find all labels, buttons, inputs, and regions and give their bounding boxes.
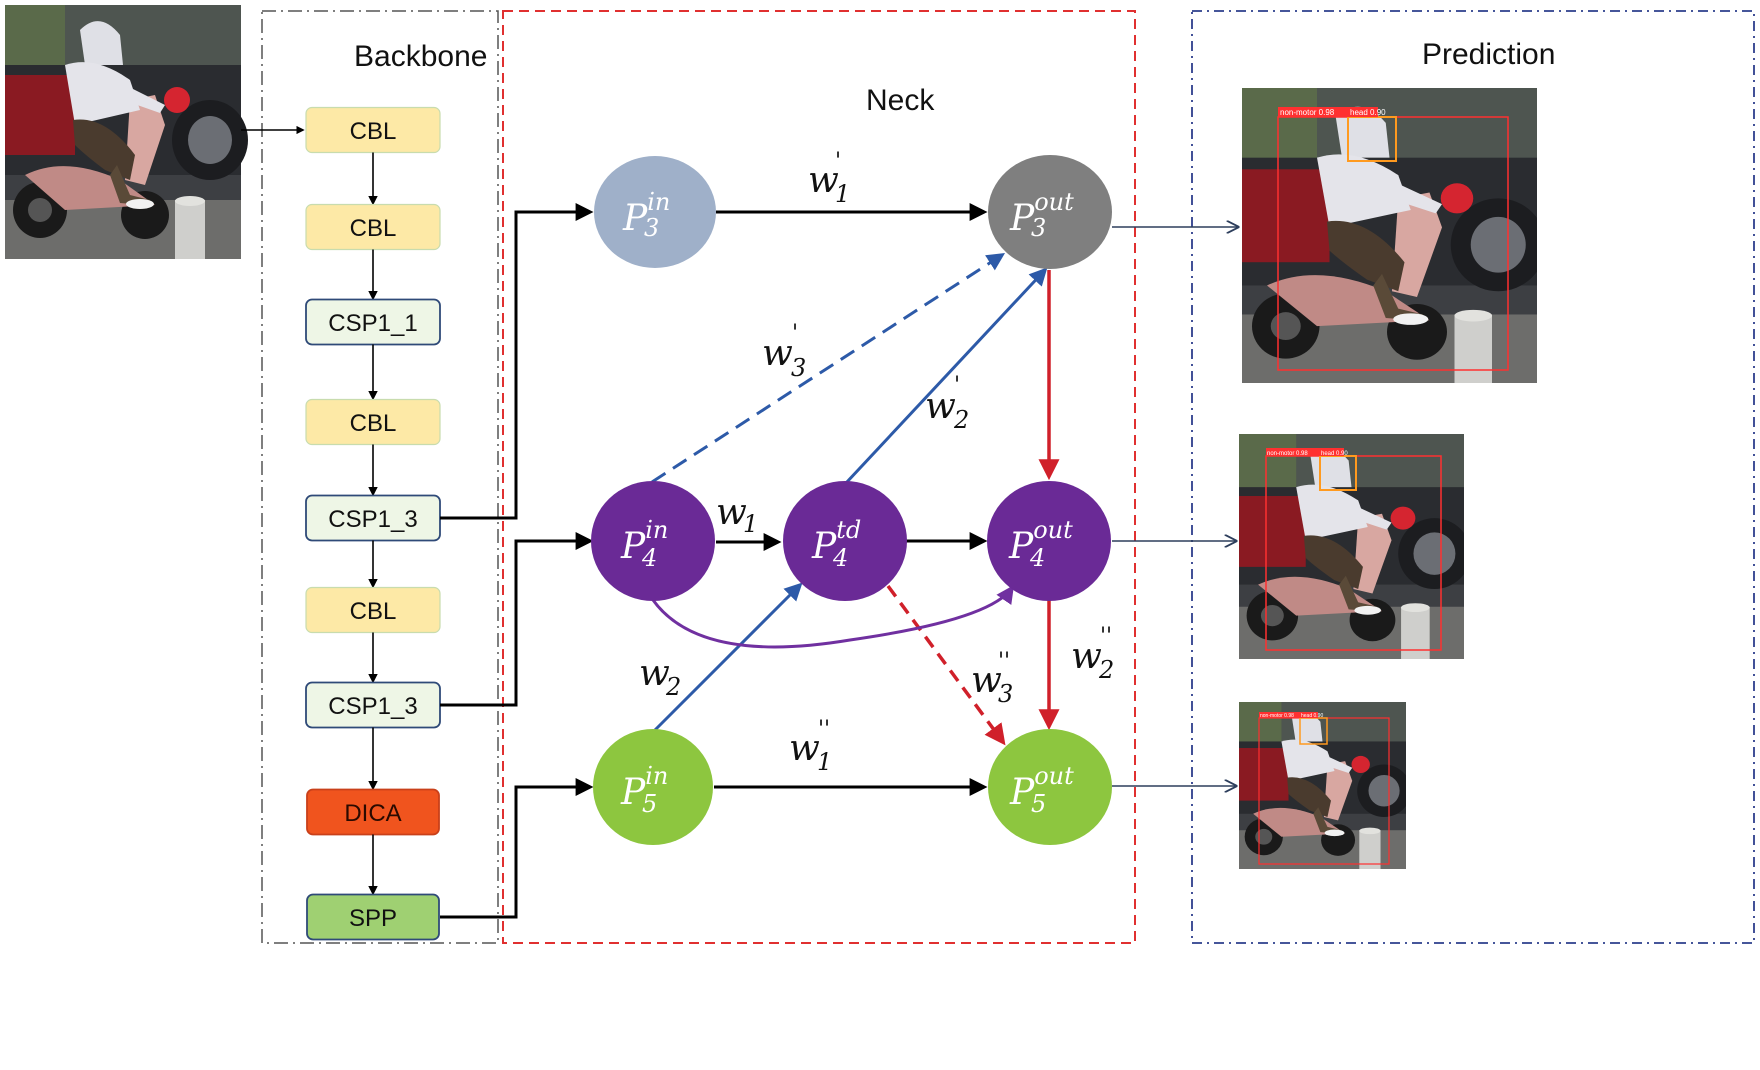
backbone-border [261, 10, 499, 944]
node-p3-out: Pout 3 [988, 155, 1112, 269]
backbone-block-cbl-6: CBL [305, 586, 441, 634]
node-p5-in: Pin 5 [593, 729, 713, 845]
svg-text:head 0.90: head 0.90 [1350, 108, 1386, 117]
svg-text:': ' [835, 149, 841, 174]
edge-p4in-p3out-dashed [651, 253, 1006, 484]
svg-text:Pin: Pin [622, 188, 670, 239]
edge-p4td-p3out [844, 267, 1048, 485]
edge-p5in-p4td [653, 582, 803, 732]
backbone-block-csp1-3-5: CSP1_3 [305, 494, 441, 542]
backbone-block-label: CBL [350, 118, 397, 145]
neck-title: Neck [866, 84, 935, 117]
backbone-block-cbl-4: CBL [305, 398, 441, 446]
svg-text:w: w [1071, 636, 1102, 677]
connector-csp1-3-to-p3 [440, 203, 594, 520]
svg-text:w: w [789, 728, 820, 769]
svg-text:non-motor 0.98: non-motor 0.98 [1267, 451, 1308, 457]
node-p4-td: Ptd 4 [783, 481, 907, 601]
svg-text:w: w [808, 160, 839, 201]
svg-text:'': '' [998, 649, 1010, 674]
weight-w1-prime: w 1 ' [808, 149, 850, 208]
backbone-block-label: SPP [349, 905, 397, 932]
svg-text:4: 4 [832, 544, 848, 572]
weight-w2-dprime: w 2 '' [1071, 624, 1114, 684]
svg-text:non-motor 0.98: non-motor 0.98 [1280, 108, 1335, 117]
backbone-block-cbl-1: CBL [305, 106, 441, 154]
svg-text:Ptd: Ptd [811, 516, 861, 567]
connector-spp-to-p5 [440, 778, 594, 919]
svg-text:3: 3 [791, 354, 806, 382]
prediction-image-small: non-motor 0.98 head 0.90 [1239, 702, 1406, 869]
backbone-block-label: CBL [350, 598, 397, 625]
neck-border [502, 10, 1136, 944]
svg-text:2: 2 [665, 673, 681, 701]
backbone-block-label: CSP1_3 [328, 506, 417, 533]
node-p4-in: Pin 4 [591, 481, 715, 601]
svg-text:Pin: Pin [620, 762, 668, 813]
svg-text:Pout: Pout [1009, 762, 1074, 813]
weight-w1: w 1 [716, 492, 758, 538]
weight-w1-dprime: w 1 '' [789, 717, 832, 776]
backbone-block-spp-9: SPP [306, 893, 440, 941]
svg-text:': ' [954, 373, 960, 398]
svg-text:4: 4 [641, 544, 657, 572]
edge-p4in-p4out-arc [651, 585, 1015, 649]
svg-text:2: 2 [953, 406, 969, 434]
backbone-block-cbl-2: CBL [305, 203, 441, 251]
backbone-block-csp1-3-7: CSP1_3 [305, 681, 441, 729]
svg-text:Pout: Pout [1008, 516, 1073, 567]
svg-text:3: 3 [998, 680, 1013, 708]
backbone-block-csp1-1-3: CSP1_1 [305, 298, 441, 346]
weight-w3-prime: w 3 ' [762, 321, 806, 382]
svg-text:2: 2 [1098, 656, 1114, 684]
svg-text:w: w [971, 660, 1002, 701]
backbone-block-dica-8: DICA [306, 788, 440, 836]
svg-text:head 0.90: head 0.90 [1301, 713, 1323, 719]
node-p5-out: Pout 5 [988, 729, 1112, 845]
svg-text:Pout: Pout [1009, 188, 1074, 239]
svg-text:w: w [762, 333, 793, 374]
backbone-block-label: CSP1_1 [328, 310, 417, 337]
backbone-block-label: DICA [344, 800, 401, 827]
backbone-block-label: CBL [350, 215, 397, 242]
node-p4-out: Pout 4 [987, 481, 1111, 601]
svg-text:5: 5 [1031, 790, 1046, 818]
prediction-title: Prediction [1422, 38, 1555, 71]
svg-text:': ' [792, 321, 798, 346]
backbone-block-label: CBL [350, 410, 397, 437]
prediction-image-large: non-motor 0.98 head 0.90 [1242, 88, 1537, 383]
backbone-title: Backbone [354, 40, 487, 73]
svg-text:non-motor 0.98: non-motor 0.98 [1260, 713, 1294, 719]
weight-w2: w 2 [639, 653, 681, 701]
svg-text:5: 5 [642, 790, 657, 818]
prediction-image-medium: non-motor 0.98 head 0.90 [1239, 434, 1464, 659]
prediction-border [1191, 10, 1755, 944]
weight-w3-dprime: w 3 '' [971, 649, 1013, 708]
svg-text:3: 3 [644, 214, 659, 242]
svg-text:w: w [639, 653, 670, 694]
svg-text:3: 3 [1031, 214, 1046, 242]
weight-w2-prime: w 2 ' [925, 373, 969, 434]
svg-text:w: w [925, 386, 956, 427]
backbone-block-label: CSP1_3 [328, 693, 417, 720]
connector-csp1-3b-to-p4 [440, 532, 594, 707]
svg-text:head 0.90: head 0.90 [1321, 451, 1348, 457]
svg-text:'': '' [818, 717, 830, 742]
svg-text:1: 1 [835, 180, 850, 208]
edge-p4td-p5out-dashed [886, 584, 1006, 746]
svg-text:1: 1 [817, 748, 832, 776]
svg-text:Pin: Pin [620, 516, 668, 567]
svg-text:4: 4 [1029, 544, 1045, 572]
input-image [5, 5, 248, 259]
svg-text:1: 1 [743, 510, 758, 538]
node-p3-in: Pin 3 [594, 156, 716, 268]
svg-text:'': '' [1100, 624, 1112, 649]
svg-text:w: w [716, 492, 747, 533]
